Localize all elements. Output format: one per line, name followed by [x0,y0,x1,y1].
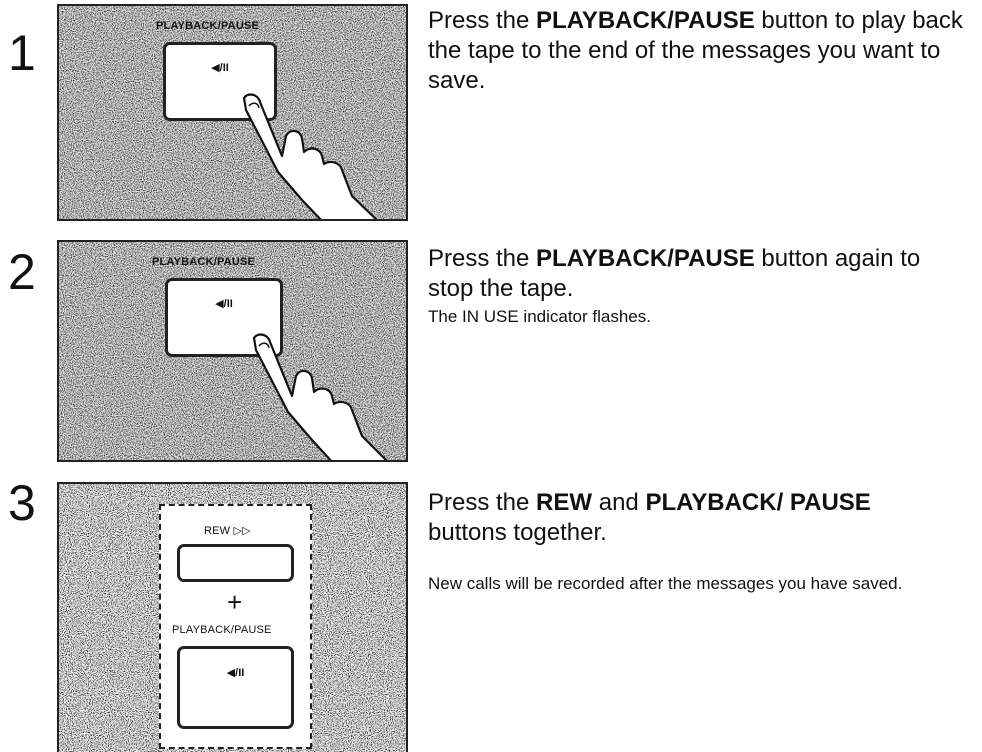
step-number-1: 1 [8,28,36,78]
pointing-hand-icon [234,90,408,221]
step-2-illustration: PLAYBACK/PAUSE ◀/II [57,240,408,462]
playback-pause-button-illustration: ◀/II [177,646,294,729]
play-pause-symbol: ◀/II [168,297,280,310]
step-3-note: New calls will be recorded after the mes… [428,572,982,596]
step-2-instruction: Press the PLAYBACK/PAUSE button again to… [428,244,968,304]
playback-pause-term: PLAYBACK/PAUSE [536,245,755,272]
play-pause-symbol: ◀/II [180,666,291,679]
rew-button-illustration [177,544,294,582]
rew-term: REW [536,489,592,516]
play-pause-symbol: ◀/II [166,61,274,74]
step-number-2: 2 [8,247,36,297]
playback-pause-label: PLAYBACK/PAUSE [172,624,272,636]
step-number-3: 3 [8,478,36,528]
playback-pause-term: PLAYBACK/PAUSE [536,7,755,34]
step-1-illustration: PLAYBACK/PAUSE ◀/II [57,4,408,221]
step-2-note: The IN USE indicator flashes. [428,305,948,329]
step-3-instruction: Press the REW and PLAYBACK/ PAUSE button… [428,488,948,548]
playback-pause-term: PLAYBACK/ PAUSE [645,489,870,516]
pointing-hand-icon [244,330,408,462]
playback-pause-label: PLAYBACK/PAUSE [156,20,259,32]
step-3-illustration: REW ▷▷ + PLAYBACK/PAUSE ◀/II [57,482,408,752]
playback-pause-label: PLAYBACK/PAUSE [152,256,255,268]
plus-symbol: + [227,589,242,615]
rew-label: REW ▷▷ [204,524,251,537]
step-1-instruction: Press the PLAYBACK/PAUSE button to play … [428,6,968,96]
